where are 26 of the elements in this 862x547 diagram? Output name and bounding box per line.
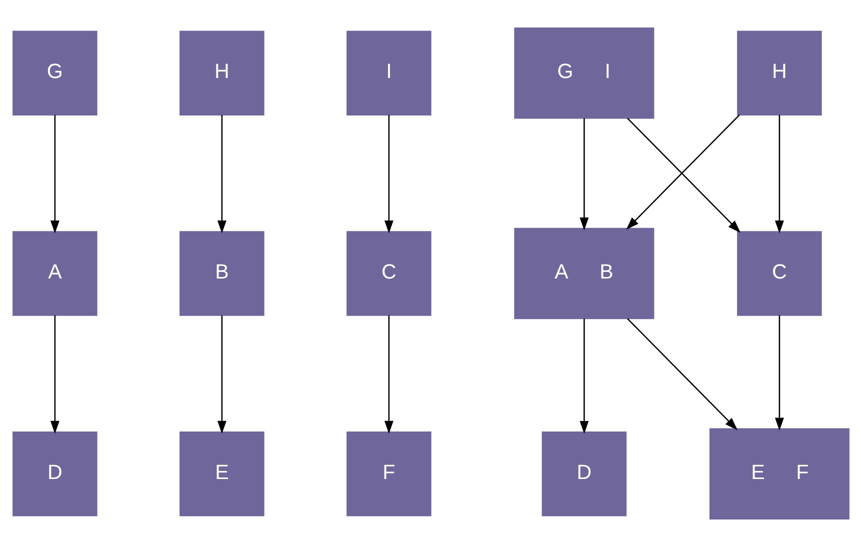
arrow	[580, 318, 589, 434]
arrow	[580, 118, 589, 230]
node-box: G I	[514, 28, 654, 119]
node-box: A B	[514, 228, 654, 320]
node-box: I	[346, 30, 432, 116]
node-box: C	[346, 231, 432, 316]
node-box: H	[737, 30, 822, 116]
arrow	[774, 114, 784, 234]
node-box: E F	[709, 428, 850, 520]
node-box: F	[346, 432, 432, 516]
arrow	[50, 315, 60, 434]
arrow	[217, 315, 226, 434]
arrow	[384, 315, 394, 434]
node-box: G	[12, 30, 98, 116]
node-box: C	[737, 231, 822, 316]
node-box: D	[12, 432, 98, 516]
arrow	[50, 114, 60, 234]
arrow	[774, 315, 784, 431]
arrow	[384, 114, 394, 234]
arrow	[627, 318, 738, 430]
node-box: E	[180, 432, 264, 516]
node-box: D	[542, 432, 627, 516]
node-box: B	[180, 231, 264, 316]
arrow	[217, 114, 226, 234]
node-box: H	[180, 30, 264, 116]
node-box: A	[12, 231, 98, 316]
